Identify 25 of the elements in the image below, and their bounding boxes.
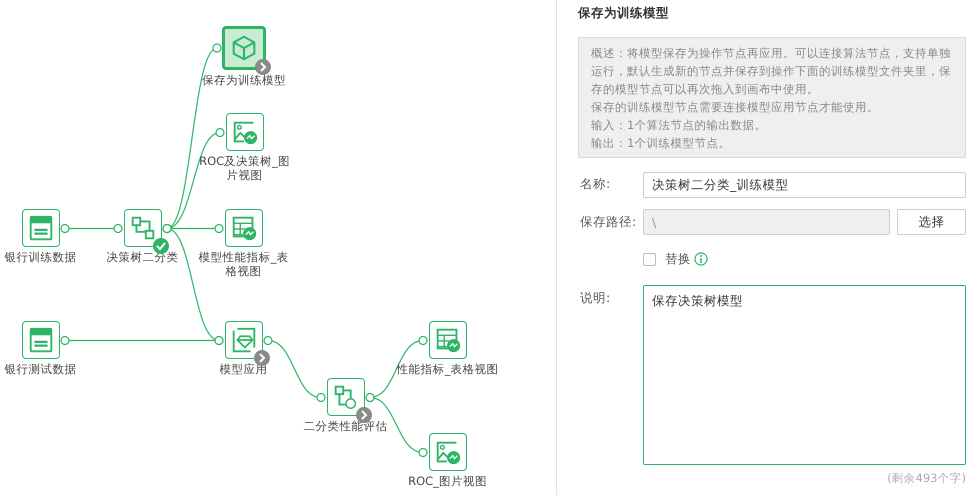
description-text: 概述：将模型保存为操作节点再应用。可以连接算法节点，支持单独运行，默认生成新的节点并保存到操作下面的训练模型文件夹里，保存的模型节点可以再次拖入到画布中使用。 [591, 45, 952, 98]
node-label: ROC_图片视图 [408, 474, 487, 488]
field-label: 保存路径: [580, 214, 636, 231]
field-label: 说明: [580, 290, 610, 307]
node-label: 银行训练数据 [4, 250, 76, 264]
connector [60, 336, 224, 346]
panel-title: 保存为训练模型 [578, 5, 669, 22]
connector [60, 224, 123, 234]
checkbox-label: 替换 [665, 251, 691, 268]
select-button: 选择 [897, 209, 966, 235]
node-label: 性能指标_表格视图 [396, 362, 498, 376]
connector [365, 392, 428, 458]
node-label: 保存为训练模型 [202, 73, 286, 87]
description-text: 输出：1个训练模型节点。 [591, 135, 732, 152]
text-area: 保存决策树模型 [643, 285, 966, 465]
node-label: ROC及决策树_图片视图 [198, 154, 291, 182]
description-text: 输入：1个算法节点的输出数据。 [591, 117, 768, 134]
connector [263, 336, 326, 402]
description-text: 保存的训练模型节点需要连接模型应用节点才能使用。 [591, 99, 880, 116]
input-field: \ [643, 209, 890, 235]
input-field: 决策树二分类_训练模型 [643, 172, 966, 198]
character-count: (剩余493个字) [887, 471, 966, 486]
node-label: 模型性能指标_表格视图 [198, 250, 290, 278]
field-label: 名称: [580, 176, 610, 193]
node-label: 银行测试数据 [4, 362, 76, 376]
